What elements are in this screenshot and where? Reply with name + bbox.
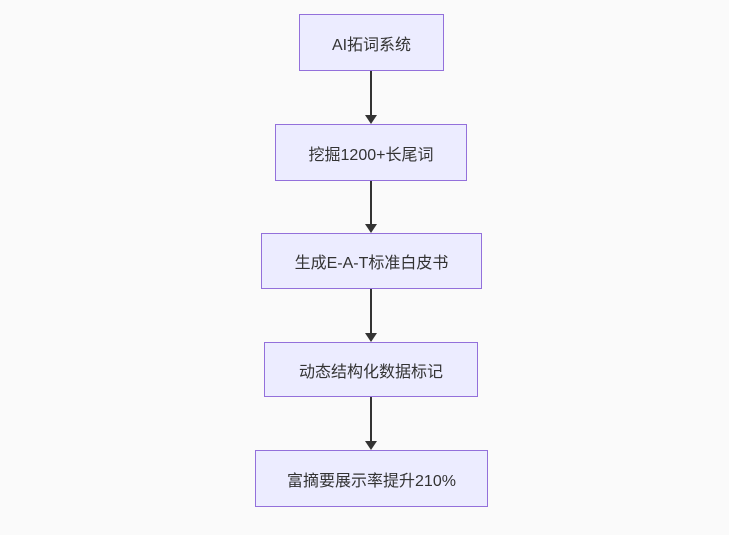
flow-node-eat-whitepaper: 生成E-A-T标准白皮书	[261, 233, 482, 289]
node-label: AI拓词系统	[331, 36, 412, 54]
arrow-down-icon	[365, 224, 377, 233]
flow-node-rich-snippet-result: 富摘要展示率提升210%	[255, 450, 488, 507]
arrow-line	[370, 181, 372, 224]
arrow-line	[370, 289, 372, 333]
flow-node-longtail-mining: 挖掘1200+长尾词	[275, 124, 467, 181]
flow-arrow-1	[365, 71, 377, 124]
flow-arrow-3	[365, 289, 377, 342]
arrow-down-icon	[365, 333, 377, 342]
flow-node-ai-expansion-system: AI拓词系统	[299, 14, 444, 71]
node-label: 动态结构化数据标记	[298, 363, 443, 381]
flow-node-structured-data-markup: 动态结构化数据标记	[264, 342, 478, 397]
arrow-down-icon	[365, 441, 377, 450]
flow-arrow-4	[365, 397, 377, 450]
node-label: 生成E-A-T标准白皮书	[294, 255, 449, 272]
arrow-line	[370, 397, 372, 441]
node-label: 富摘要展示率提升210%	[287, 472, 456, 490]
flow-arrow-2	[365, 181, 377, 233]
node-label: 挖掘1200+长尾词	[308, 146, 434, 164]
arrow-down-icon	[365, 115, 377, 124]
arrow-line	[370, 71, 372, 115]
